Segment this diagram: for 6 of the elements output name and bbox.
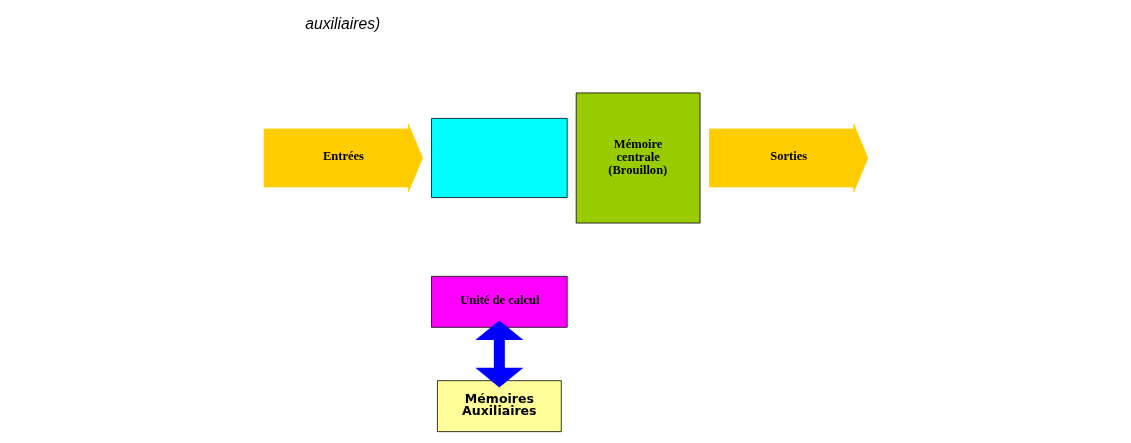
- node-box: Unité de calcul: [430, 276, 568, 328]
- arrow: [474, 320, 523, 388]
- node-box: [430, 118, 568, 198]
- node-box: Mémoires Auxiliaires: [436, 380, 562, 432]
- label: auxiliaires): [304, 14, 380, 32]
- node-box: Mémoire centrale (Brouillon): [575, 92, 700, 224]
